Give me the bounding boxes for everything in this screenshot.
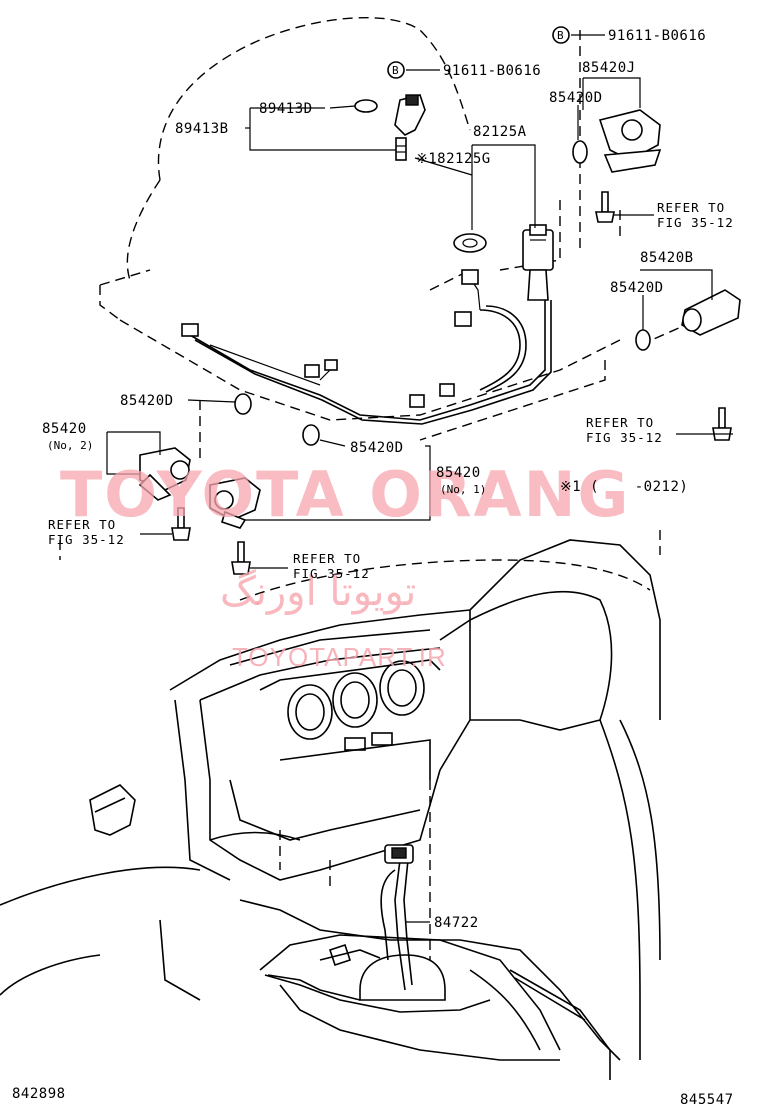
refer-4-line1: REFER TO — [293, 551, 361, 566]
label-182125G: ※182125G — [416, 151, 491, 167]
label-82125A: 82125A — [473, 124, 527, 140]
sensor-85420J — [572, 109, 662, 173]
bolt-set — [171, 191, 732, 575]
engine-wire-harness — [181, 269, 552, 425]
leader-lines — [106, 34, 733, 923]
label-85420D-b: 85420D — [610, 280, 664, 296]
bolt-marker-top-text: B — [557, 29, 564, 42]
label-85420-no1-sub: (No, 1) — [440, 483, 486, 496]
grommet-182125G — [453, 233, 487, 253]
label-89413B: 89413B — [175, 121, 229, 137]
label-85420D-d: 85420D — [350, 440, 404, 456]
label-85420-no2-sub: (No, 2) — [47, 439, 93, 452]
label-85420-no2: 85420 — [42, 421, 87, 437]
watermark-url: TOYOTAPART.IR — [232, 642, 447, 672]
label-91611-top: 91611-B0616 — [608, 28, 706, 44]
code-left: 842898 — [12, 1086, 66, 1102]
sensor-85420-no1 — [209, 424, 320, 529]
sensor-85420-no2 — [138, 393, 252, 501]
watermark-persian: تويوتا اورنگ — [220, 569, 416, 615]
refer-4-line2: FIG 35-12 — [293, 566, 370, 581]
bolt-marker-top: B — [552, 26, 570, 44]
refer-3-line2: FIG 35-12 — [48, 532, 125, 547]
watermark-brand: TOYOTA ORANG — [60, 458, 630, 531]
sensor-89413B — [354, 94, 426, 161]
label-85420D-c: 85420D — [120, 393, 174, 409]
sensor-85420B — [635, 289, 741, 351]
note-1: ※1 ( -0212) — [560, 479, 688, 495]
bolt-marker-mid: B — [387, 61, 405, 79]
connector-82125A — [522, 224, 554, 301]
refer-1-line2: FIG 35-12 — [657, 215, 734, 230]
label-84722: 84722 — [434, 915, 479, 931]
refer-1-line1: REFER TO — [657, 200, 725, 215]
label-85420J: 85420J — [582, 60, 636, 76]
label-85420D-a: 85420D — [549, 90, 603, 106]
refer-2-line2: FIG 35-12 — [586, 430, 663, 445]
refer-3-line1: REFER TO — [48, 517, 116, 532]
label-85420-no1: 85420 — [436, 465, 481, 481]
code-right: 845547 — [680, 1092, 734, 1108]
dashboard-outline — [0, 539, 661, 1080]
harness-84722 — [267, 844, 414, 1001]
label-85420B: 85420B — [640, 250, 694, 266]
label-89413D: 89413D — [259, 101, 313, 117]
label-91611-mid: 91611-B0616 — [443, 63, 541, 79]
bolt-marker-mid-text: B — [392, 64, 399, 77]
refer-2-line1: REFER TO — [586, 415, 654, 430]
